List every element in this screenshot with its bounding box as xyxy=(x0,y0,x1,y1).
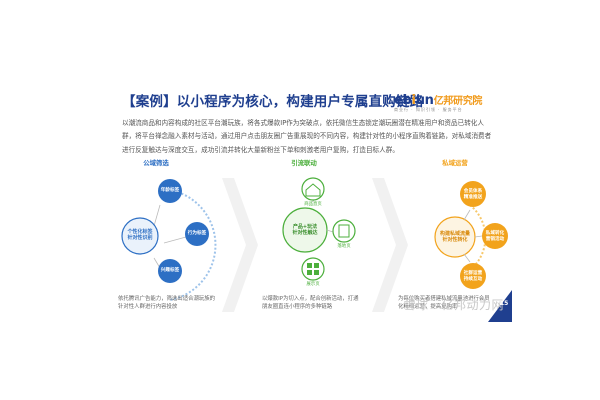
node-label-member: 会员体系 精准推送 xyxy=(463,189,483,200)
chevron-separator-2 xyxy=(372,178,408,312)
section-public-filter xyxy=(121,179,217,301)
watermark: 雪球 · 亿邦动力网 xyxy=(403,298,504,312)
node-label-display-page: 展示页 xyxy=(306,282,320,287)
ebrun-logo: ebiun亿邦研究院 商业行 · 知识引领 · 服务平台 xyxy=(394,93,483,112)
node-community xyxy=(460,263,486,289)
section-title-1: 公域筛选 xyxy=(143,159,169,167)
section-traffic-linkage xyxy=(282,177,356,281)
grid-icon xyxy=(301,257,325,281)
caption-3: 为每位购买者搭建私域流量池进行会员化精细运营，提高复购率 xyxy=(398,296,490,310)
node-label-product-page: 商品直页 xyxy=(304,202,322,207)
caption-2: 以爆款IP为切入点，配合创新活动，打通朋友圈直连小程序的多种链路 xyxy=(262,296,359,310)
center-label-3: 构建私域流量 针对性转化 xyxy=(439,231,470,243)
chevron-separator-1 xyxy=(222,178,258,312)
page-number: 15 xyxy=(500,300,509,307)
page-title: 【案例】以小程序为核心，构建用户专属直购链路 xyxy=(122,94,424,110)
node-age-tag xyxy=(158,179,182,203)
document-icon xyxy=(332,219,356,243)
home-icon xyxy=(301,177,325,201)
center-label-2: 产品+玩法 针对性触达 xyxy=(292,224,318,236)
node-label-conversion: 私域转化 营销活动 xyxy=(485,231,505,242)
node-interest-tag xyxy=(158,259,182,283)
section-title-2: 引流联动 xyxy=(291,159,317,167)
node-label-behavior: 行为标签 xyxy=(187,231,207,236)
node-label-landing-page: 落地页 xyxy=(337,244,351,249)
node-behavior-tag xyxy=(185,222,209,246)
intro-paragraph: 以潮流商品和内容构成的社区平台潮玩族，将各式爆款IP作为突破点，依托微信生态锁定… xyxy=(122,119,492,154)
center-label-1: 个性化标签 针对性识别 xyxy=(127,229,153,241)
node-label-interest: 兴趣标签 xyxy=(160,268,180,273)
caption-1: 依托腾讯广告能力，筛选出适合潮玩族的针对性人群进行内容投放 xyxy=(118,296,216,310)
node-label-age: 年龄标签 xyxy=(160,188,180,193)
node-member xyxy=(460,181,486,207)
page-corner xyxy=(488,290,512,322)
section-private-ops xyxy=(434,181,508,289)
node-conversion xyxy=(482,223,508,249)
node-label-community: 社群运营 持续互动 xyxy=(463,271,483,282)
section-title-3: 私域运营 xyxy=(442,159,468,167)
